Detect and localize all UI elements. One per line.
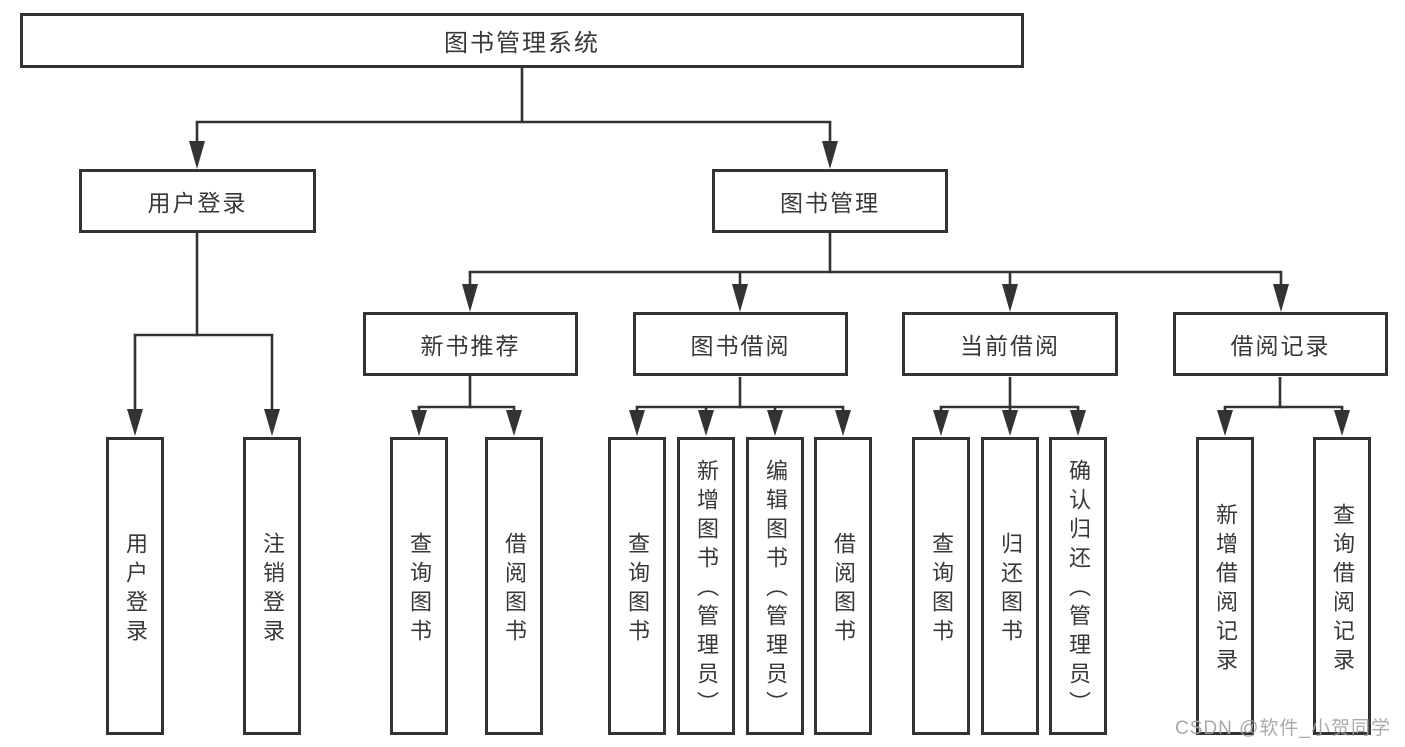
node-leaf-logout: 注销登录	[243, 437, 301, 735]
arrowhead-leaf-borrow-books-1	[506, 410, 522, 436]
node-user-login: 用户登录	[79, 169, 316, 233]
edge-root-to-level2	[189, 68, 838, 169]
arrowhead-leaf-confirm-return	[1070, 410, 1086, 436]
arrowhead-leaf-edit-books	[767, 410, 783, 436]
arrowhead-leaf-return-books	[1002, 410, 1018, 436]
node-leaf-confirm-return-admin: 确认归还（管理员）	[1049, 437, 1107, 735]
edge-borrowing-records-to-leaves	[1217, 377, 1350, 436]
node-new-book-rec: 新书推荐	[363, 312, 578, 376]
node-leaf-add-borrow-record: 新增借阅记录	[1196, 437, 1254, 735]
arrowhead-leaf-query-books-2	[629, 410, 645, 436]
node-leaf-query-books-2: 查询图书	[608, 437, 666, 735]
arrowhead-leaf-user-login	[127, 409, 143, 436]
node-root: 图书管理系统	[20, 13, 1024, 68]
node-borrowing-records: 借阅记录	[1173, 312, 1388, 376]
arrowhead-leaf-query-books-3	[933, 410, 949, 436]
arrowhead-leaf-add-books	[698, 410, 714, 436]
node-leaf-borrow-books-1: 借阅图书	[485, 437, 543, 735]
arrowhead-leaf-logout	[264, 409, 280, 436]
node-current-borrowing: 当前借阅	[902, 312, 1118, 376]
node-book-borrowing: 图书借阅	[633, 312, 848, 376]
node-leaf-query-books-3: 查询图书	[912, 437, 970, 735]
watermark: CSDN @软件_小贺同学	[1175, 718, 1391, 739]
node-leaf-return-books: 归还图书	[981, 437, 1039, 735]
node-leaf-add-books-admin: 新增图书（管理员）	[677, 437, 735, 735]
arrowhead-book-borrowing	[732, 284, 748, 312]
edge-new-book-rec-to-leaves	[411, 375, 522, 436]
arrowhead-current-borrowing	[1002, 284, 1018, 312]
arrowhead-leaf-borrow-books-2	[835, 410, 851, 436]
arrowhead-borrowing-records	[1273, 284, 1289, 312]
node-leaf-user-login: 用户登录	[106, 437, 164, 735]
arrowhead-leaf-query-borrow-record	[1334, 410, 1350, 436]
arrowhead-user-login	[189, 141, 205, 169]
edge-user-login-to-leaves	[127, 232, 280, 436]
arrowhead-book-mgmt	[822, 141, 838, 169]
edge-current-borrowing-to-leaves	[933, 377, 1086, 436]
node-leaf-edit-books-admin: 编辑图书（管理员）	[746, 437, 804, 735]
arrowhead-leaf-query-books-1	[411, 410, 427, 436]
arrowhead-leaf-add-borrow-record	[1217, 410, 1233, 436]
node-book-mgmt: 图书管理	[712, 169, 948, 233]
node-leaf-query-borrow-record: 查询借阅记录	[1313, 437, 1371, 735]
node-leaf-query-books-1: 查询图书	[390, 437, 448, 735]
node-leaf-borrow-books-2: 借阅图书	[814, 437, 872, 735]
edge-book-borrowing-to-leaves	[629, 377, 851, 436]
edge-book-mgmt-to-level3	[462, 232, 1289, 312]
arrowhead-new-book-rec	[462, 284, 478, 312]
